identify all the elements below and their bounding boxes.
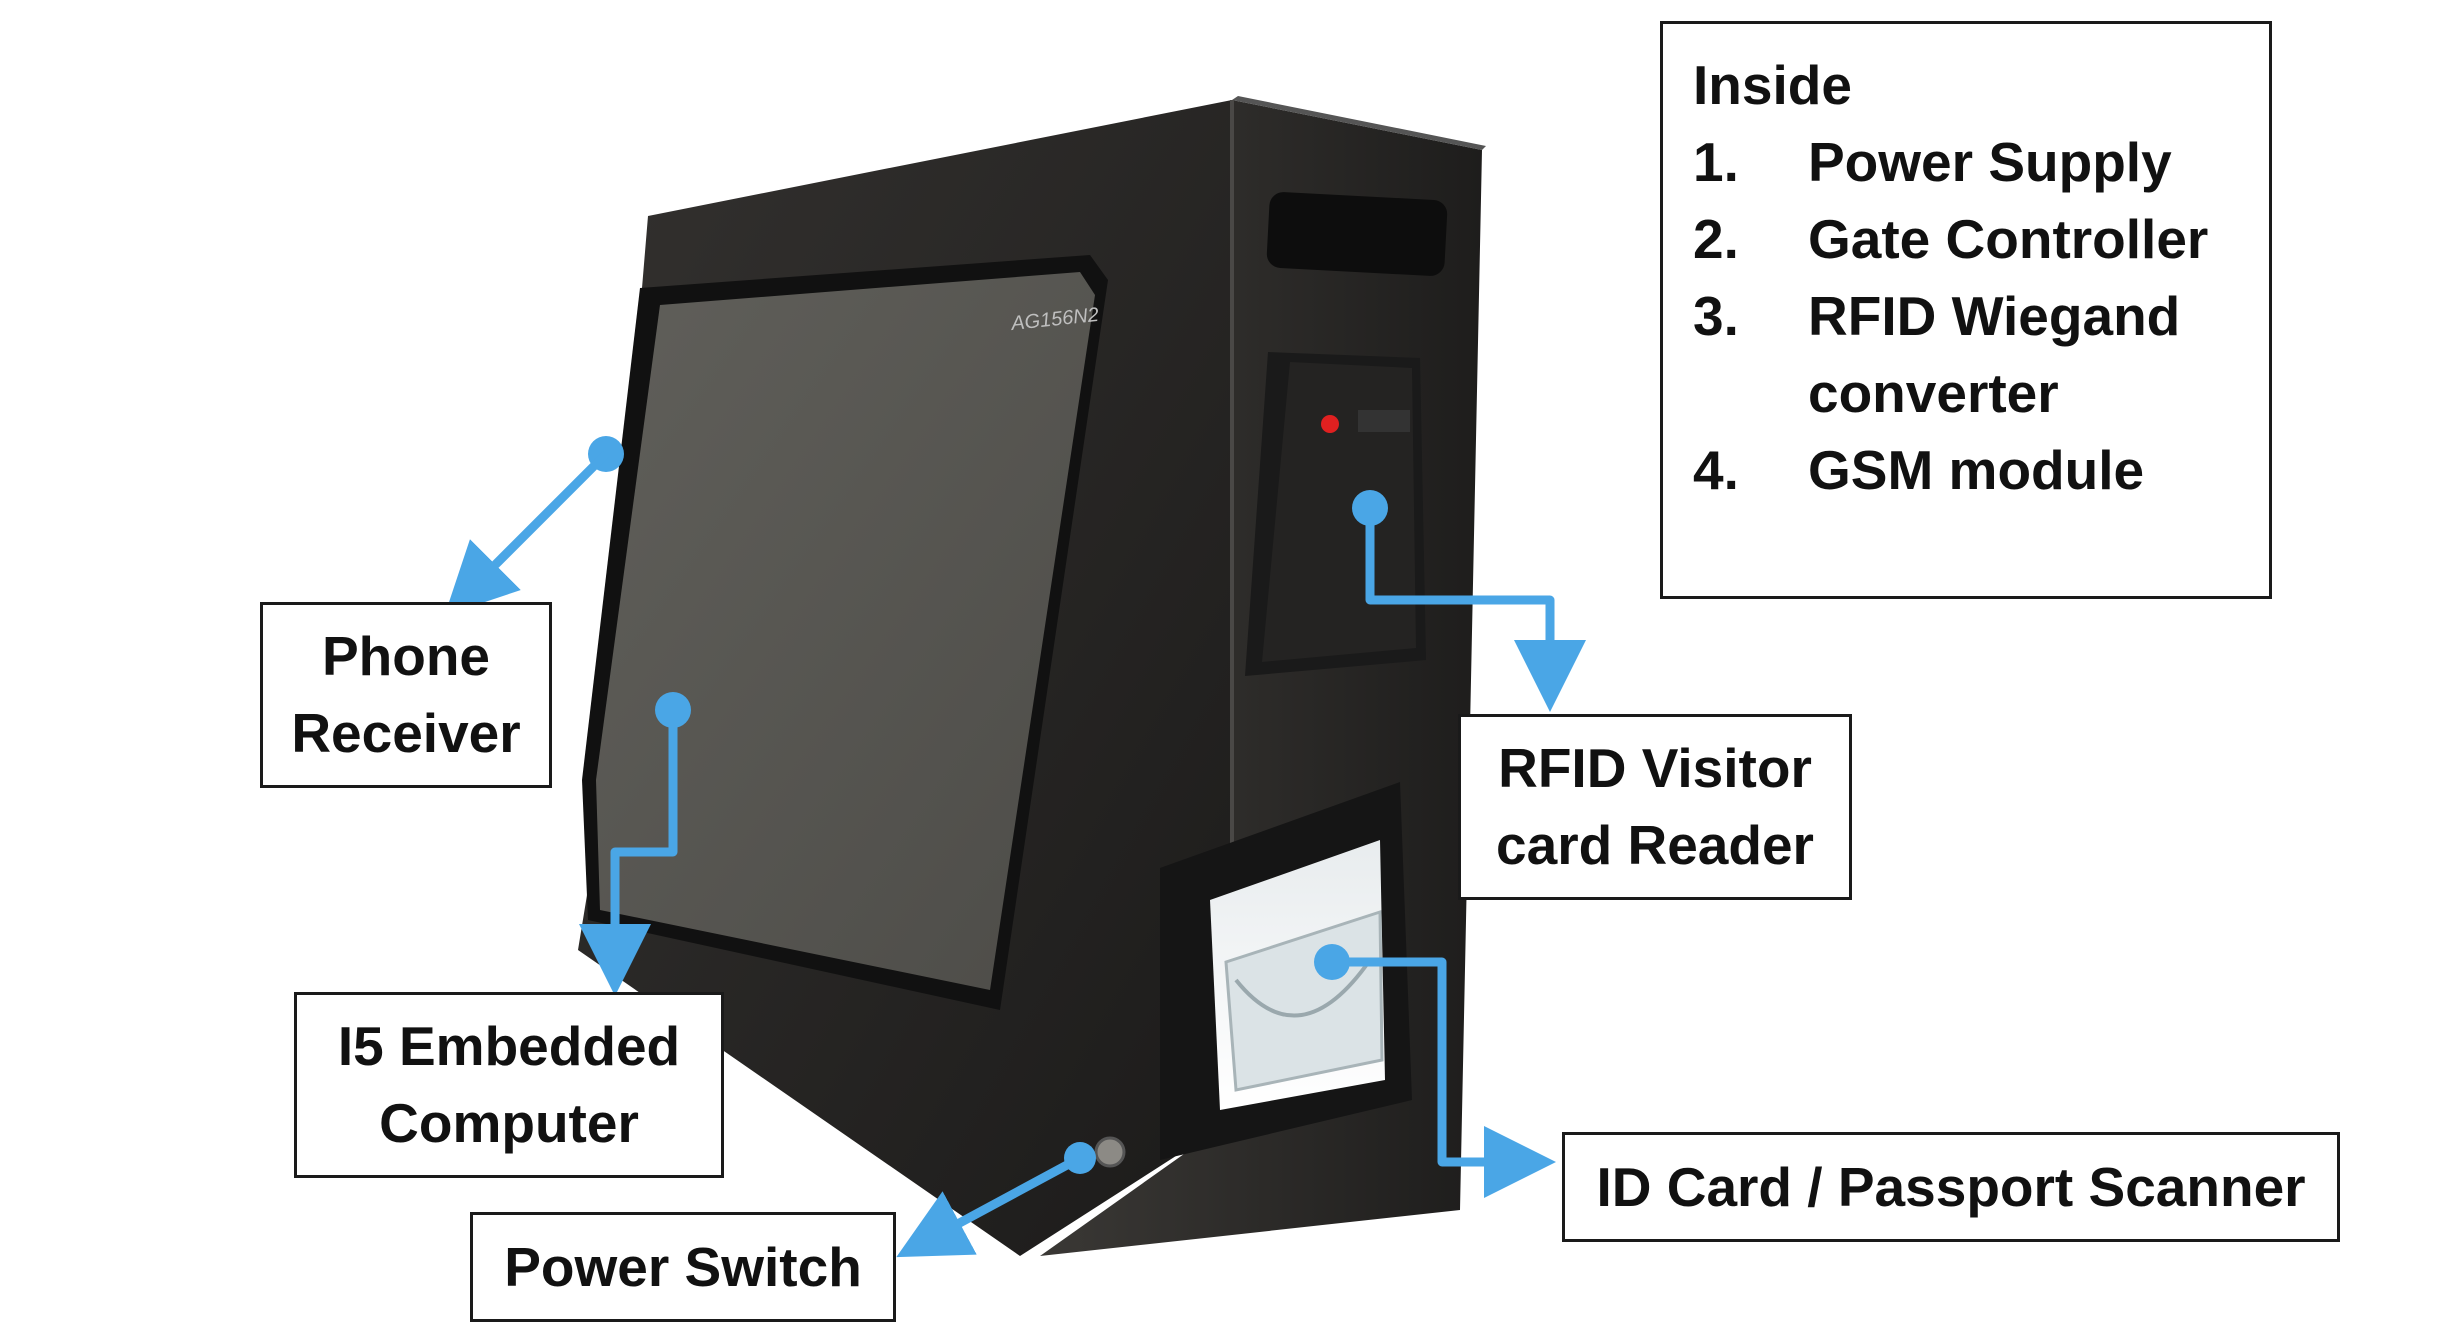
arrow-computer — [579, 710, 678, 996]
label-line: RFID Visitor — [1498, 737, 1812, 799]
item-text: RFID Wiegand converter — [1808, 278, 2269, 432]
item-number: 3. — [1693, 285, 1739, 347]
item-text: Gate Controller — [1808, 208, 2209, 270]
item-text-line: converter — [1808, 362, 2059, 424]
arrow-scanner — [1332, 957, 1556, 1198]
arrow-power — [896, 1154, 1083, 1258]
label-line: Phone — [321, 625, 491, 687]
item-number: 2. — [1693, 208, 1739, 270]
label-power-switch: Power Switch — [470, 1212, 896, 1322]
label-rfid-reader: RFID Visitor card Reader — [1458, 714, 1852, 900]
inside-item: 2. Gate Controller — [1693, 201, 2269, 278]
inside-item: 3. RFID Wiegand converter — [1693, 278, 2269, 432]
label-line: Receiver — [291, 702, 521, 764]
label-embedded-computer: I5 Embedded Computer — [294, 992, 724, 1178]
label-line: Power Switch — [504, 1235, 862, 1298]
item-text: GSM module — [1808, 439, 2145, 501]
inside-item: 4. GSM module — [1693, 432, 2269, 509]
label-line: ID Card / Passport Scanner — [1596, 1155, 2306, 1218]
arrow-rfid — [1365, 508, 1586, 712]
label-line: Computer — [379, 1092, 639, 1154]
rfid-led-icon — [1321, 415, 1339, 433]
arrow-phone — [444, 450, 610, 616]
rfid-reader-device — [1245, 352, 1426, 676]
label-phone-receiver: Phone Receiver — [260, 602, 552, 788]
label-id-scanner: ID Card / Passport Scanner — [1562, 1132, 2340, 1242]
label-line: I5 Embedded — [337, 1015, 681, 1077]
touch-screen: AG156N2 — [582, 255, 1108, 1010]
top-slot — [1266, 192, 1448, 276]
item-text: Power Supply — [1808, 131, 2172, 193]
item-number: 4. — [1693, 439, 1739, 501]
inside-item: 1. Power Supply — [1693, 124, 2269, 201]
power-switch-knob — [1094, 1136, 1126, 1168]
annotation-arrows — [444, 436, 1586, 1258]
scanner-tray — [1160, 782, 1412, 1160]
inside-components-box: Inside 1. Power Supply 2. Gate Controlle… — [1660, 21, 2272, 599]
inside-title: Inside — [1693, 54, 1852, 116]
label-line: card Reader — [1496, 814, 1814, 876]
item-text-line: RFID Wiegand — [1808, 285, 2181, 347]
item-number: 1. — [1693, 131, 1739, 193]
